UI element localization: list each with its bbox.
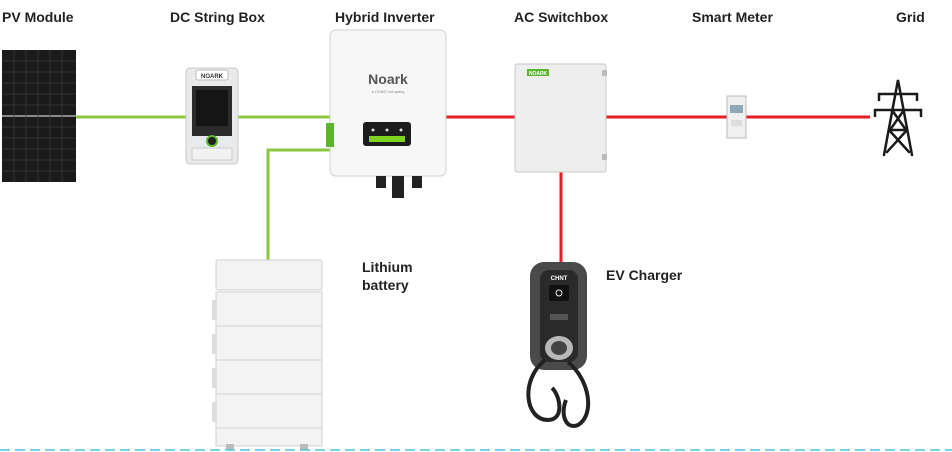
lithium-battery-label-line1: Lithium: [362, 259, 413, 275]
smart-meter-icon: [726, 95, 747, 139]
ev-brand: CHNT: [551, 276, 568, 282]
switchbox-brand: NOARK: [529, 71, 548, 77]
ac-switchbox-icon: NOARK: [514, 63, 607, 173]
lithium-battery-icon: [212, 259, 323, 450]
lithium-battery-label-line2: battery: [362, 277, 409, 293]
grid-tower-icon: [873, 79, 923, 157]
inverter-brand: Noark: [368, 71, 408, 87]
dc-connections: [76, 115, 330, 262]
ac-switchbox-label: AC Switchbox: [514, 9, 609, 25]
ev-charger-icon: CHNT: [526, 262, 591, 428]
pv-module-icon: [2, 50, 76, 182]
dcbox-brand: NOARK: [201, 74, 224, 80]
dc-line-battery-to-inverter: [266, 148, 330, 262]
dc-string-box-icon: NOARK: [185, 67, 239, 165]
hybrid-inverter-icon: Noark a CHINT company: [326, 29, 447, 198]
inverter-brand-sub: a CHINT company: [372, 89, 405, 94]
hybrid-inverter-label: Hybrid Inverter: [335, 9, 435, 25]
ev-charger-label: EV Charger: [606, 267, 683, 283]
grid-label: Grid: [896, 9, 925, 25]
dc-string-box-label: DC String Box: [170, 9, 265, 25]
ac-connections: [446, 115, 870, 262]
smart-meter-label: Smart Meter: [692, 9, 773, 25]
pv-module-label: PV Module: [2, 9, 74, 25]
